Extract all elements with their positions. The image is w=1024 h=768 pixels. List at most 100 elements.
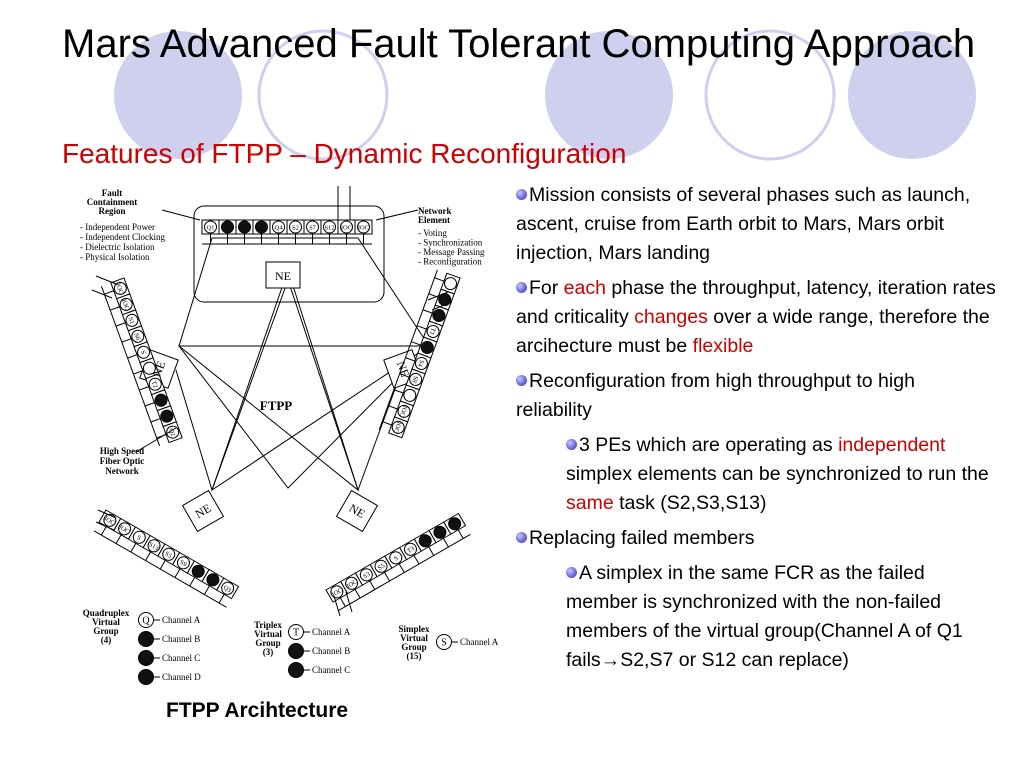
slot-connector xyxy=(382,421,392,426)
bullet-item: Mission consists of several phases such … xyxy=(516,181,996,268)
slot-circle xyxy=(113,281,127,295)
slot-label: S9 xyxy=(178,559,187,568)
slot-connector xyxy=(174,568,181,578)
slot-connector xyxy=(387,405,398,410)
slot-circle xyxy=(147,539,161,553)
slot-bus xyxy=(337,533,471,612)
legend-channel-circle xyxy=(138,669,154,685)
slot-circle xyxy=(359,568,373,582)
slot-circle xyxy=(414,356,428,370)
legend-channel-circle xyxy=(138,631,154,647)
slot-circle xyxy=(160,409,174,423)
bullet-text: Mission consists of several phases such … xyxy=(516,184,971,264)
slot-circle xyxy=(418,534,432,548)
top-ne-box xyxy=(265,261,301,289)
slot-circle xyxy=(345,576,359,590)
slot-circle xyxy=(391,420,405,434)
legend-symbol: Q xyxy=(142,616,150,627)
botright-ne-label: NE xyxy=(347,501,368,521)
legend-title-line: (15) xyxy=(407,651,422,661)
legend-channel-label: Channel B xyxy=(162,634,200,644)
slot-label: IOC xyxy=(392,421,402,434)
text-line: Element xyxy=(418,215,450,225)
ftpp-label: FTPP xyxy=(260,398,293,413)
text-line: High Speed xyxy=(100,446,144,456)
ne-leader xyxy=(375,209,419,221)
slot-label: S2 xyxy=(292,225,299,232)
bullet-text: Replacing failed members xyxy=(529,527,755,549)
slot-circle xyxy=(409,372,423,386)
legend-title-line: (4) xyxy=(101,635,112,645)
text-line: Containment xyxy=(87,197,138,207)
bg-circle-1 xyxy=(114,31,242,159)
bullet-item: Reconfiguration from high throughput to … xyxy=(516,367,996,425)
legend-title-line: Group xyxy=(401,642,426,652)
network-star xyxy=(177,279,431,492)
slot-label: S xyxy=(139,350,147,356)
slot-bus xyxy=(100,286,161,447)
slot-circle xyxy=(118,522,132,536)
slot-connector xyxy=(145,551,151,561)
slot-label: IOC xyxy=(398,405,408,418)
text-line: - Dielectric Isolation xyxy=(80,242,155,252)
botleft-ne-box xyxy=(181,489,225,533)
slot-circle xyxy=(204,220,217,234)
bullet-text: 3 PEs which are operating as xyxy=(579,434,839,456)
slot-circle xyxy=(206,573,220,587)
bullet-dot-icon xyxy=(516,282,527,293)
slot-connector xyxy=(189,577,196,587)
bullet-text: A simplex in the same FCR as the failed … xyxy=(566,562,963,671)
slot-label: T2 xyxy=(150,380,159,389)
bullet-dot-icon xyxy=(516,189,527,200)
slot-connector xyxy=(115,322,126,327)
slot-label: S6 xyxy=(132,332,141,342)
bullet-dot-icon xyxy=(516,375,527,386)
botleft-ne-label: NE xyxy=(193,501,214,521)
slot-connector xyxy=(100,526,107,536)
bullet-dot-icon xyxy=(566,567,577,578)
background-circles xyxy=(114,29,976,161)
slot-circle xyxy=(125,313,139,327)
top-fcr-box xyxy=(193,205,385,303)
network-leader xyxy=(135,427,177,453)
slot-connector xyxy=(399,373,410,378)
slot-label: Q4 xyxy=(275,225,284,232)
network-link xyxy=(175,369,213,491)
slot-circle xyxy=(289,220,302,234)
slot-circle xyxy=(426,325,440,339)
slot-connector xyxy=(428,546,435,556)
slot-connector xyxy=(442,538,449,548)
bullet-text: phase the throughput, latency, iteration… xyxy=(516,277,996,328)
bullet-highlight: independent xyxy=(838,434,946,456)
slot-label: T3 xyxy=(406,545,416,555)
bg-circle-3 xyxy=(545,31,673,159)
legend-channel-label: Channel C xyxy=(312,665,350,675)
legend-channel-circle xyxy=(288,643,304,659)
slot-label: Q2 xyxy=(167,428,176,438)
bullet-item: 3 PEs which are operating as independent… xyxy=(566,431,996,518)
ne-items: - Voting- Synchronization- Message Passi… xyxy=(418,228,485,267)
slot-circle xyxy=(357,220,370,234)
slide-subtitle: Features of FTPP – Dynamic Reconfigurati… xyxy=(62,138,627,169)
legend-channel-circle xyxy=(288,624,304,640)
bullet-text: over a wide range, therefore the arcihec… xyxy=(516,306,990,357)
legend-title-line: (3) xyxy=(263,647,274,657)
network-link xyxy=(211,269,289,491)
slot-circle xyxy=(432,309,446,323)
slot-connector xyxy=(398,563,405,573)
slot-label: T1 xyxy=(428,327,437,336)
text-line: Fiber Optic xyxy=(100,456,145,466)
slot-connector xyxy=(121,338,132,343)
text-line: Region xyxy=(99,206,126,216)
legend-symbol: S xyxy=(441,638,447,649)
slot-connector xyxy=(405,357,416,362)
slot-circle xyxy=(191,564,205,578)
slot-circle xyxy=(221,220,234,234)
text-line: - Independent Power xyxy=(80,222,155,232)
